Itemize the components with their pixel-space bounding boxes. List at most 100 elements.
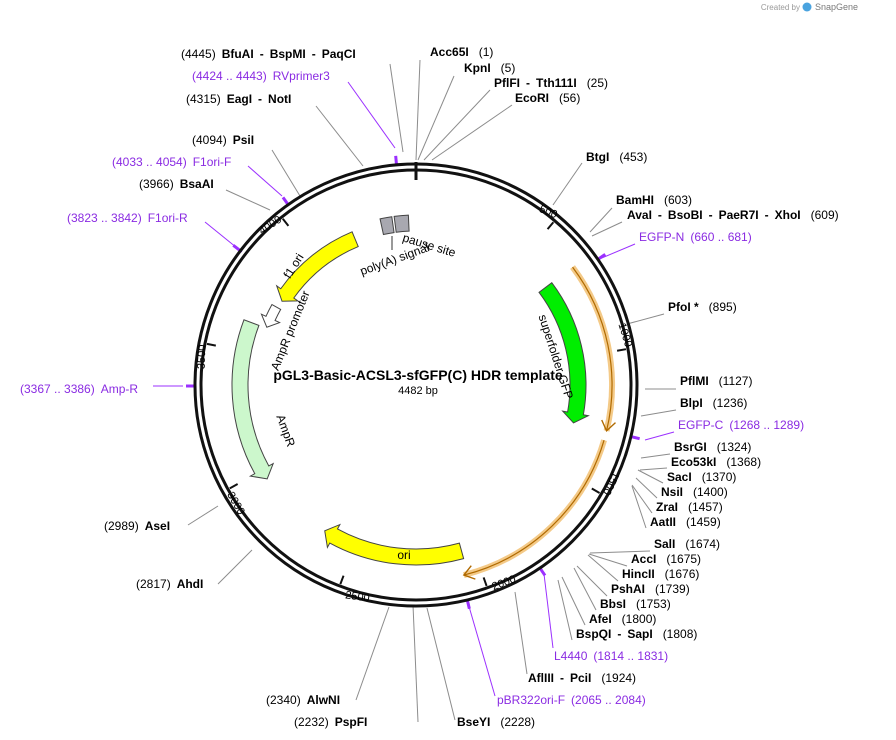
eco53ki-site-label: Eco53kI (1368): [671, 455, 761, 469]
hincii-leader: [587, 554, 619, 582]
site-label-part: (2989): [104, 519, 139, 533]
kpni-site-label: KpnI(5): [464, 61, 515, 75]
site-label-part: BbsI: [600, 597, 626, 611]
bseyi-site-label: BseYI(2228): [457, 715, 535, 729]
site-label-part: (1368): [726, 455, 761, 469]
site-label-part: PsiI: [233, 133, 254, 147]
site-label-part: Eco53kI: [671, 455, 716, 469]
site-label-part: BspMI: [270, 47, 306, 61]
site-label-part: AfeI: [589, 612, 612, 626]
site-label-part: Acc65I: [430, 45, 469, 59]
bsaai-site-label: (3966) BsaAI: [139, 177, 214, 191]
site-label-part: BsaAI: [180, 177, 214, 191]
site-label-part: (3367 .. 3386): [20, 382, 95, 396]
site-label-part: NotI: [268, 92, 291, 106]
pfoi-leader: [626, 313, 665, 325]
ruler-tick: [482, 577, 488, 587]
site-label-part: -: [617, 627, 621, 641]
rvprimer3-site-label: (4424 .. 4443) RVprimer3: [192, 69, 330, 83]
site-label-part: (1739): [655, 582, 690, 596]
eagi-site-label: (4315) EagI-NotI: [186, 92, 291, 106]
site-label-part: SapI: [627, 627, 652, 641]
site-label-part: BseYI: [457, 715, 490, 729]
bsrgi-site-label: BsrGI (1324): [674, 440, 751, 454]
eco53ki-leader: [639, 467, 668, 471]
site-label-part: (5): [501, 61, 516, 75]
plasmid-title: pGL3-Basic-ACSL3-sfGFP(C) HDR template: [273, 367, 563, 383]
ruler-tick: [281, 218, 290, 227]
primer-arrowhead: [601, 419, 616, 433]
acc65i-leader: [415, 59, 421, 161]
site-label-part: (3823 .. 3842): [67, 211, 142, 225]
psii-site-label: (4094)PsiI: [192, 133, 254, 147]
bfuai-site-label: (4445)BfuAI-BspMI-PaqCI: [181, 47, 356, 61]
site-label-part: BsrGI: [674, 440, 707, 454]
acci-leader: [588, 553, 628, 567]
f1ori-r-marker: [232, 244, 241, 252]
site-label-part: -: [765, 208, 769, 222]
site-label-part: pBR322ori-F: [497, 693, 565, 707]
site-label-part: BspQI: [576, 627, 611, 641]
sali-leader: [589, 550, 651, 554]
saci-site-label: SacI(1370): [667, 470, 736, 484]
map-center-text: pGL3-Basic-ACSL3-sfGFP(C) HDR template 4…: [273, 367, 563, 397]
site-label-part: F1ori-R: [148, 211, 188, 225]
site-label-part: EagI: [227, 92, 252, 106]
ruler-tick: [546, 221, 555, 230]
site-label-part: -: [260, 47, 264, 61]
site-label-part: NsiI: [661, 485, 683, 499]
site-label-part: RVprimer3: [273, 69, 330, 83]
site-label-part: (4445): [181, 47, 216, 61]
site-label-part: PspFI: [335, 715, 368, 729]
site-label-part: PshAI: [611, 582, 645, 596]
site-label-part: AseI: [145, 519, 170, 533]
site-label-part: -: [258, 92, 262, 106]
site-label-part: SacI: [667, 470, 692, 484]
ampr-promoter-arrow: [260, 303, 282, 328]
site-label-part: (660 .. 681): [690, 230, 751, 244]
site-label-part: PfoI *: [668, 300, 699, 314]
site-label-part: XhoI: [775, 208, 801, 222]
bseyi-leader: [426, 607, 456, 721]
site-label-part: (1753): [636, 597, 671, 611]
ruler-tick: [229, 483, 239, 490]
site-label-part: BtgI: [586, 150, 609, 164]
site-label-part: (4424 .. 4443): [192, 69, 267, 83]
primer-binding-arc: [463, 439, 607, 578]
site-label-part: SalI: [654, 537, 675, 551]
pbr322ori-f-site-label: pBR322ori-F(2065 .. 2084): [497, 693, 646, 707]
site-label-part: -: [560, 671, 564, 685]
site-label-part: (4315): [186, 92, 221, 106]
ecori-site-label: EcoRI(56): [515, 91, 580, 105]
site-label-part: (3966): [139, 177, 174, 191]
site-label-part: (2817): [136, 577, 171, 591]
site-label-part: (56): [559, 91, 580, 105]
site-label-part: (1814 .. 1831): [593, 649, 668, 663]
bspqi-leader: [557, 579, 573, 641]
ampr-label: AmpR: [273, 413, 298, 449]
kpni-leader: [417, 75, 455, 161]
ampr-arrow: [231, 319, 275, 480]
asei-site-label: (2989) AseI: [104, 519, 170, 533]
f1ori-f-site-label: (4033 .. 4054)F1ori-F: [112, 155, 231, 169]
ruler-label: 1500: [600, 470, 621, 497]
snapgene-logo-icon: [802, 2, 812, 12]
site-label-part: (1324): [717, 440, 752, 454]
site-label-part: (1236): [713, 396, 748, 410]
egfp-c-site-label: EGFP-C(1268 .. 1289): [678, 418, 804, 432]
site-label-part: PciI: [570, 671, 591, 685]
site-label-part: AccI: [631, 552, 656, 566]
btgi-leader: [552, 162, 583, 206]
site-label-part: AhdI: [177, 577, 204, 591]
l4440-marker: [539, 567, 547, 577]
ahdi-leader: [217, 549, 253, 585]
f1ori-r-site-label: (3823 .. 3842) F1ori-R: [67, 211, 188, 225]
site-label-part: AvaI: [627, 208, 652, 222]
bamhi-site-label: BamHI(603): [616, 193, 692, 207]
site-label-part: (1800): [622, 612, 657, 626]
pshai-leader: [576, 565, 608, 597]
psii-leader: [271, 149, 301, 197]
bfuai-leader: [389, 63, 404, 153]
site-label-part: (1127): [719, 374, 753, 388]
site-label-part: (609): [811, 208, 839, 222]
